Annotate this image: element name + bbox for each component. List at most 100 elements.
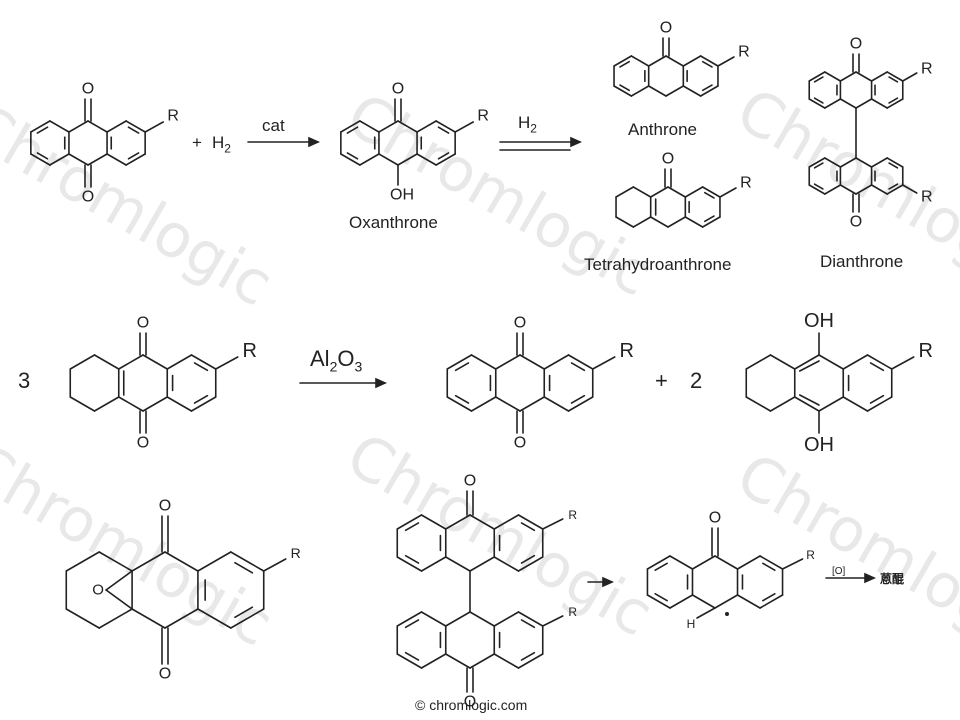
bond xyxy=(164,551,199,572)
atom-label: R xyxy=(568,508,577,522)
bond xyxy=(517,556,544,572)
bond xyxy=(745,354,772,370)
bond xyxy=(714,555,739,570)
bond xyxy=(813,162,824,169)
bond xyxy=(567,354,594,370)
atom-label: O xyxy=(464,694,476,711)
bond xyxy=(613,85,633,97)
catalyst-label: cat xyxy=(262,116,285,135)
bond xyxy=(665,85,685,97)
bond xyxy=(117,354,144,370)
bond xyxy=(888,97,899,104)
bond xyxy=(839,98,857,109)
bond xyxy=(166,396,193,412)
bond xyxy=(769,354,796,370)
bond xyxy=(93,396,120,412)
hydrogen-reagent: H2 xyxy=(212,133,231,156)
bond xyxy=(570,394,586,404)
bond xyxy=(87,153,108,166)
atom-label: O xyxy=(159,498,171,515)
bond xyxy=(649,186,669,198)
bond xyxy=(824,71,842,82)
bond xyxy=(520,522,536,532)
bond xyxy=(193,362,209,372)
bond xyxy=(166,354,193,370)
atom-label: O xyxy=(137,435,149,452)
atom-label: R xyxy=(740,175,752,192)
bond xyxy=(839,157,857,168)
bond xyxy=(818,354,845,370)
bond xyxy=(469,556,496,572)
bond xyxy=(702,60,713,68)
bond xyxy=(543,396,570,412)
bond xyxy=(106,120,127,133)
bond xyxy=(397,153,418,166)
bond xyxy=(870,71,888,82)
bond xyxy=(654,562,668,572)
bond xyxy=(615,216,635,228)
bond xyxy=(106,153,127,166)
bond xyxy=(886,157,904,168)
atom-label: O xyxy=(464,473,476,490)
bond xyxy=(164,608,199,629)
bond xyxy=(647,85,667,97)
bond xyxy=(30,120,51,133)
bond xyxy=(669,555,694,570)
arrow-head xyxy=(864,572,876,584)
bond xyxy=(870,157,888,168)
bond xyxy=(30,153,51,166)
bond xyxy=(396,653,423,669)
bond xyxy=(435,120,456,133)
bond xyxy=(493,611,520,627)
bond xyxy=(520,619,536,629)
bond xyxy=(262,558,287,572)
atom-label: O xyxy=(660,20,672,37)
bond xyxy=(870,184,888,195)
bond xyxy=(667,186,687,198)
anthrone-label: Anthrone xyxy=(628,120,697,139)
arrow-head xyxy=(308,136,320,148)
bond xyxy=(346,126,359,134)
bond xyxy=(798,394,820,406)
bond xyxy=(682,85,702,97)
bond xyxy=(632,216,652,228)
bond xyxy=(855,184,873,195)
bond xyxy=(808,98,826,109)
bond xyxy=(404,619,420,629)
atom-label: O xyxy=(850,214,862,231)
arrow-head xyxy=(375,377,387,389)
arrow-head xyxy=(570,136,582,148)
atom-label: O xyxy=(92,582,104,599)
bond xyxy=(647,55,667,67)
bond xyxy=(570,362,586,372)
bond xyxy=(517,611,544,627)
bond xyxy=(234,606,254,619)
bond xyxy=(105,589,133,610)
bond xyxy=(420,556,447,572)
bond xyxy=(813,76,824,83)
atom-label: O xyxy=(82,81,94,98)
bond xyxy=(543,354,570,370)
atom-label: O xyxy=(159,666,171,683)
dianthrone-label: Dianthrone xyxy=(820,252,904,271)
atom-label: R xyxy=(291,545,301,561)
bond xyxy=(541,615,564,627)
bond xyxy=(839,71,857,82)
bond xyxy=(886,98,904,109)
bond xyxy=(701,186,721,198)
bond xyxy=(696,607,716,619)
bond xyxy=(654,592,668,602)
atom-label: OH xyxy=(390,187,414,204)
bond xyxy=(619,60,630,68)
bond xyxy=(494,396,521,412)
bond xyxy=(888,162,899,169)
bond xyxy=(886,71,904,82)
bond xyxy=(93,354,120,370)
bond xyxy=(591,356,616,370)
bond xyxy=(762,592,776,602)
bond xyxy=(646,555,671,570)
bond xyxy=(842,354,869,370)
bond xyxy=(404,651,420,661)
atom-label: R xyxy=(738,44,750,61)
